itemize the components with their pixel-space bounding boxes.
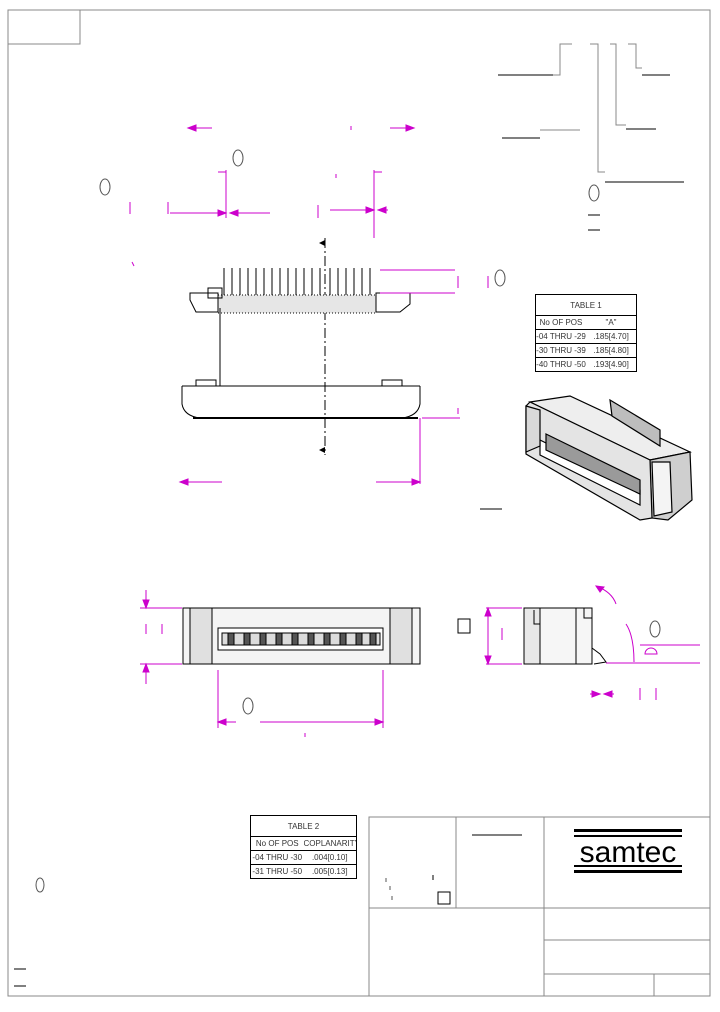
title-block bbox=[368, 816, 711, 997]
table-2-cell: .005[0.13] bbox=[311, 867, 348, 876]
table-2-cell: .004[0.10] bbox=[311, 853, 348, 862]
table-1-cell: .185[4.80] bbox=[593, 346, 629, 355]
part-number-callout bbox=[498, 43, 684, 231]
datum-symbol bbox=[644, 647, 658, 655]
note-balloon bbox=[649, 620, 661, 638]
samtec-logo: samtec bbox=[574, 829, 682, 873]
table-2: TABLE 2 No OF POS COPLANARITY -04 THRU -… bbox=[250, 815, 357, 879]
table-2-header: No OF POS bbox=[255, 839, 299, 848]
note-balloon bbox=[35, 877, 45, 893]
table-2-header: COPLANARITY bbox=[303, 839, 357, 848]
table-1-title: TABLE 1 bbox=[570, 300, 602, 310]
table-1-header: No OF POS bbox=[539, 318, 583, 327]
note-balloon bbox=[99, 178, 111, 196]
top-dimensions bbox=[129, 124, 416, 238]
front-view-connector bbox=[181, 238, 421, 455]
table-2-title: TABLE 2 bbox=[287, 821, 320, 831]
note-balloon bbox=[232, 149, 244, 167]
bottom-dimensions bbox=[140, 590, 385, 737]
front-dimensions bbox=[131, 261, 489, 486]
sheet-border bbox=[7, 9, 711, 997]
logo-text: samtec bbox=[580, 836, 677, 869]
note-balloon bbox=[494, 269, 506, 287]
table-1-cell: .193[4.90] bbox=[593, 360, 629, 369]
bottom-view-connector bbox=[182, 607, 421, 665]
side-view-connector bbox=[457, 607, 607, 665]
table-1-cell: .185[4.70] bbox=[593, 332, 629, 341]
table-1-header: "A" bbox=[605, 318, 617, 327]
note-balloon bbox=[588, 184, 600, 202]
note-balloon bbox=[242, 697, 254, 715]
table-1-cell: -40 THRU -50 bbox=[536, 360, 586, 369]
table-2-cell: -04 THRU -30 bbox=[252, 853, 303, 862]
table-1-cell: -30 THRU -39 bbox=[536, 346, 586, 355]
isometric-view bbox=[525, 395, 693, 521]
table-2-cell: -31 THRU -50 bbox=[252, 867, 303, 876]
table-1-cell: -04 THRU -29 bbox=[536, 332, 586, 341]
side-dimensions bbox=[484, 585, 700, 700]
table-1: TABLE 1 No OF POS "A" -04 THRU -29 .185[… bbox=[535, 294, 637, 372]
revision-box bbox=[7, 9, 81, 45]
